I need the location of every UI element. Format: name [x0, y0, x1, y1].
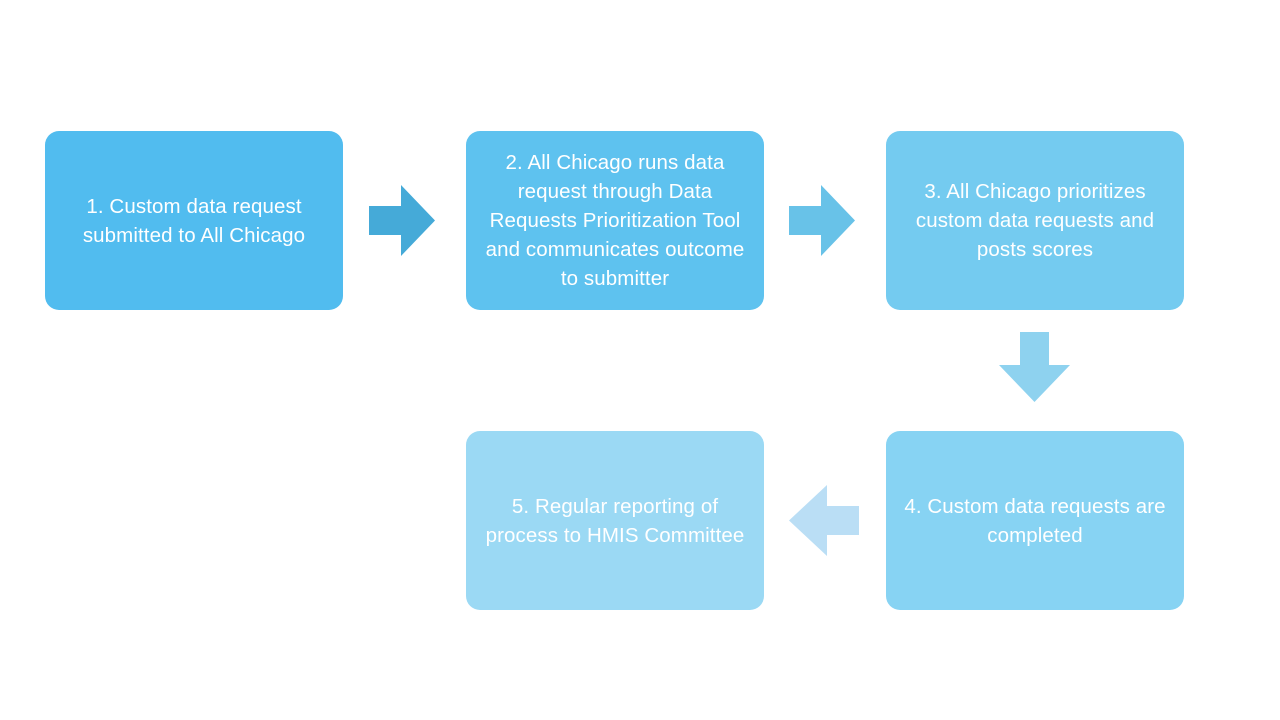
arrow-down-shape	[999, 332, 1070, 402]
process-step-3-label: 3. All Chicago prioritizes custom data r…	[915, 180, 1155, 261]
arrow-right-icon	[369, 185, 435, 256]
arrow-right-icon	[789, 185, 855, 256]
process-step-5[interactable]: 5. Regular reporting of process to HMIS …	[466, 431, 764, 610]
process-step-1-label: 1. Custom data request submitted to All …	[82, 194, 306, 247]
arrow-right-shape	[369, 185, 435, 256]
arrow-down-icon	[999, 332, 1070, 402]
process-step-2-label: 2. All Chicago runs data request through…	[485, 151, 745, 290]
process-step-3[interactable]: 3. All Chicago prioritizes custom data r…	[886, 131, 1184, 310]
arrow-right-shape	[789, 185, 855, 256]
arrow-left-icon	[789, 485, 859, 556]
process-step-4[interactable]: 4. Custom data requests are completed	[886, 431, 1184, 610]
process-step-4-label: 4. Custom data requests are completed	[904, 494, 1166, 547]
process-step-5-label: 5. Regular reporting of process to HMIS …	[485, 494, 745, 547]
arrow-left-shape	[789, 485, 859, 556]
process-step-1[interactable]: 1. Custom data request submitted to All …	[45, 131, 343, 310]
process-step-2[interactable]: 2. All Chicago runs data request through…	[466, 131, 764, 310]
